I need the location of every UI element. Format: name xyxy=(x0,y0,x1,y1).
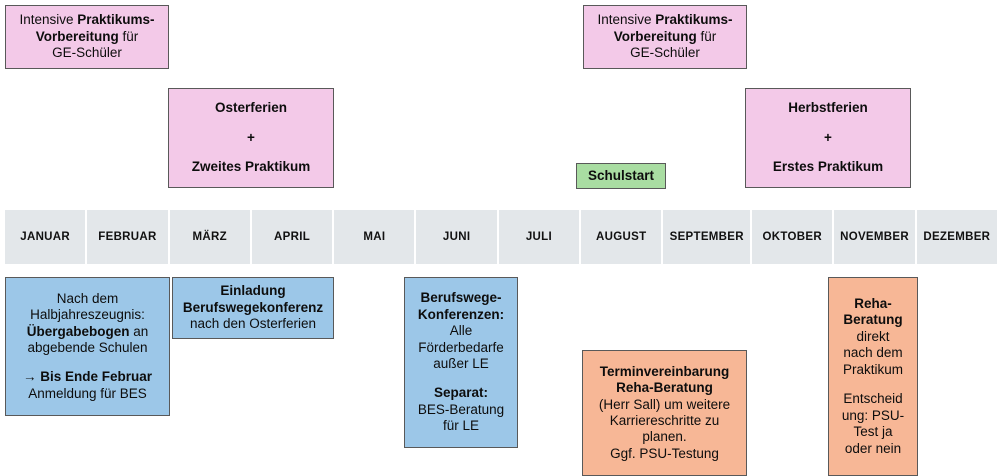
box-line: Separat: xyxy=(433,385,489,401)
month-cell-maerz[interactable]: MÄRZ xyxy=(169,210,250,264)
text-segment-bold: Praktikums- xyxy=(77,12,155,28)
box-line: oder nein xyxy=(844,440,902,456)
box-schulstart: Schulstart xyxy=(576,163,666,189)
box-line: Karriereschritte zu xyxy=(609,413,720,428)
box-line-plus: + xyxy=(824,129,832,145)
box-line-arrow: → Bis Ende Februar xyxy=(22,369,153,385)
box-line: Alle xyxy=(449,323,473,339)
month-cell-juli[interactable]: JULI xyxy=(498,210,580,264)
month-cell-januar[interactable]: JANUAR xyxy=(5,210,86,264)
text-segment-bold: Praktikums- xyxy=(655,12,733,28)
box-line: Reha- xyxy=(854,295,892,311)
box-line: Schulstart xyxy=(587,167,655,183)
box-easter-holidays-second-internship: Osterferien + Zweites Praktikum xyxy=(168,88,334,188)
box-line: Berufswege- xyxy=(420,290,502,306)
box-line: Erstes Praktikum xyxy=(772,159,884,175)
box-line: nach den Osterferien xyxy=(189,316,317,332)
box-line: Einladung xyxy=(220,283,286,299)
box-line: Ggf. PSU-Testung xyxy=(610,445,719,461)
box-line: Anmeldung für BES xyxy=(28,385,147,401)
box-line: abgebende Schulen xyxy=(27,340,148,356)
box-line: Intensive Praktikums- xyxy=(19,12,154,28)
text-segment: Intensive xyxy=(19,12,78,28)
month-cell-juni[interactable]: JUNI xyxy=(416,210,497,264)
box-line: Praktikum xyxy=(842,361,903,377)
text-segment-bold: Übergabebogen xyxy=(26,323,130,339)
box-line: Berufswegekonferenz xyxy=(182,299,324,315)
box-line: planen. xyxy=(642,429,687,445)
box-line: Beratung xyxy=(843,312,903,328)
box-line: nach dem xyxy=(843,345,903,361)
month-cell-april[interactable]: APRIL xyxy=(251,210,333,264)
box-reha-beratung-nach-praktikum: Reha- Beratung direkt nach dem Praktikum… xyxy=(828,277,918,476)
box-line: Förderbedarfe xyxy=(418,339,504,355)
month-cell-oktober[interactable]: OKTOBER xyxy=(752,210,833,264)
box-halbjahreszeugnis-uebergabebogen: Nach dem Halbjahreszeugnis: Übergabeboge… xyxy=(5,277,170,416)
box-line: GE-Schüler xyxy=(52,45,122,61)
box-line: außer LE xyxy=(433,356,489,372)
box-line: Intensive Praktikums- xyxy=(597,12,732,28)
box-line: Herbstferien xyxy=(788,100,868,116)
box-line-plus: + xyxy=(247,129,255,145)
month-cell-dezember[interactable]: DEZEMBER xyxy=(916,210,997,264)
box-line: Nach dem xyxy=(56,290,119,306)
text-segment: für xyxy=(696,28,717,44)
box-intensive-preparation-august: Intensive Praktikums- Vorbereitung für G… xyxy=(583,5,747,69)
box-line: (Herr Sall) um weitere xyxy=(598,396,731,412)
text-segment-bold: Vorbereitung xyxy=(613,28,697,44)
box-autumn-holidays-first-internship: Herbstferien + Erstes Praktikum xyxy=(745,88,911,188)
box-intensive-preparation-january: Intensive Praktikums- Vorbereitung für G… xyxy=(5,5,169,69)
box-line: Konferenzen: xyxy=(417,306,505,322)
text-segment-bold: Vorbereitung xyxy=(35,28,119,44)
box-line: direkt xyxy=(856,328,890,344)
box-line: Vorbereitung für xyxy=(614,29,717,45)
box-line: Entscheid xyxy=(843,391,903,407)
box-line: Terminvereinbarung xyxy=(599,363,730,379)
box-line: Halbjahreszeugnis: xyxy=(30,307,145,323)
box-einladung-berufswegekonferenz: Einladung Berufswegekonferenz nach den O… xyxy=(172,277,334,339)
text-segment: Intensive xyxy=(597,12,656,28)
box-line: GE-Schüler xyxy=(630,45,700,61)
box-terminvereinbarung-reha-beratung: Terminvereinbarung Reha-Beratung (Herr S… xyxy=(582,350,747,476)
box-line: Zweites Praktikum xyxy=(191,159,311,175)
month-cell-mai[interactable]: MAI xyxy=(334,210,415,264)
box-line: für LE xyxy=(442,418,480,434)
box-line: ung: PSU- xyxy=(841,407,905,423)
box-line: Osterferien xyxy=(214,100,288,116)
text-segment: für xyxy=(118,28,139,44)
box-line: Vorbereitung für xyxy=(36,29,139,45)
box-line: Übergabebogen an xyxy=(27,324,149,340)
month-cell-november[interactable]: NOVEMBER xyxy=(834,210,915,264)
box-berufswegekonferenzen: Berufswege- Konferenzen: Alle Förderbeda… xyxy=(404,277,518,448)
box-line: Reha-Beratung xyxy=(616,380,713,396)
box-line: BES-Beratung xyxy=(417,401,505,417)
box-line: Test ja xyxy=(853,424,893,440)
month-cell-februar[interactable]: FEBRUAR xyxy=(87,210,168,264)
month-cell-august[interactable]: AUGUST xyxy=(581,210,662,264)
month-strip: JANUAR FEBRUAR MÄRZ APRIL MAI JUNI JULI … xyxy=(5,210,997,264)
text-segment: an xyxy=(129,323,149,339)
month-cell-september[interactable]: SEPTEMBER xyxy=(663,210,751,264)
